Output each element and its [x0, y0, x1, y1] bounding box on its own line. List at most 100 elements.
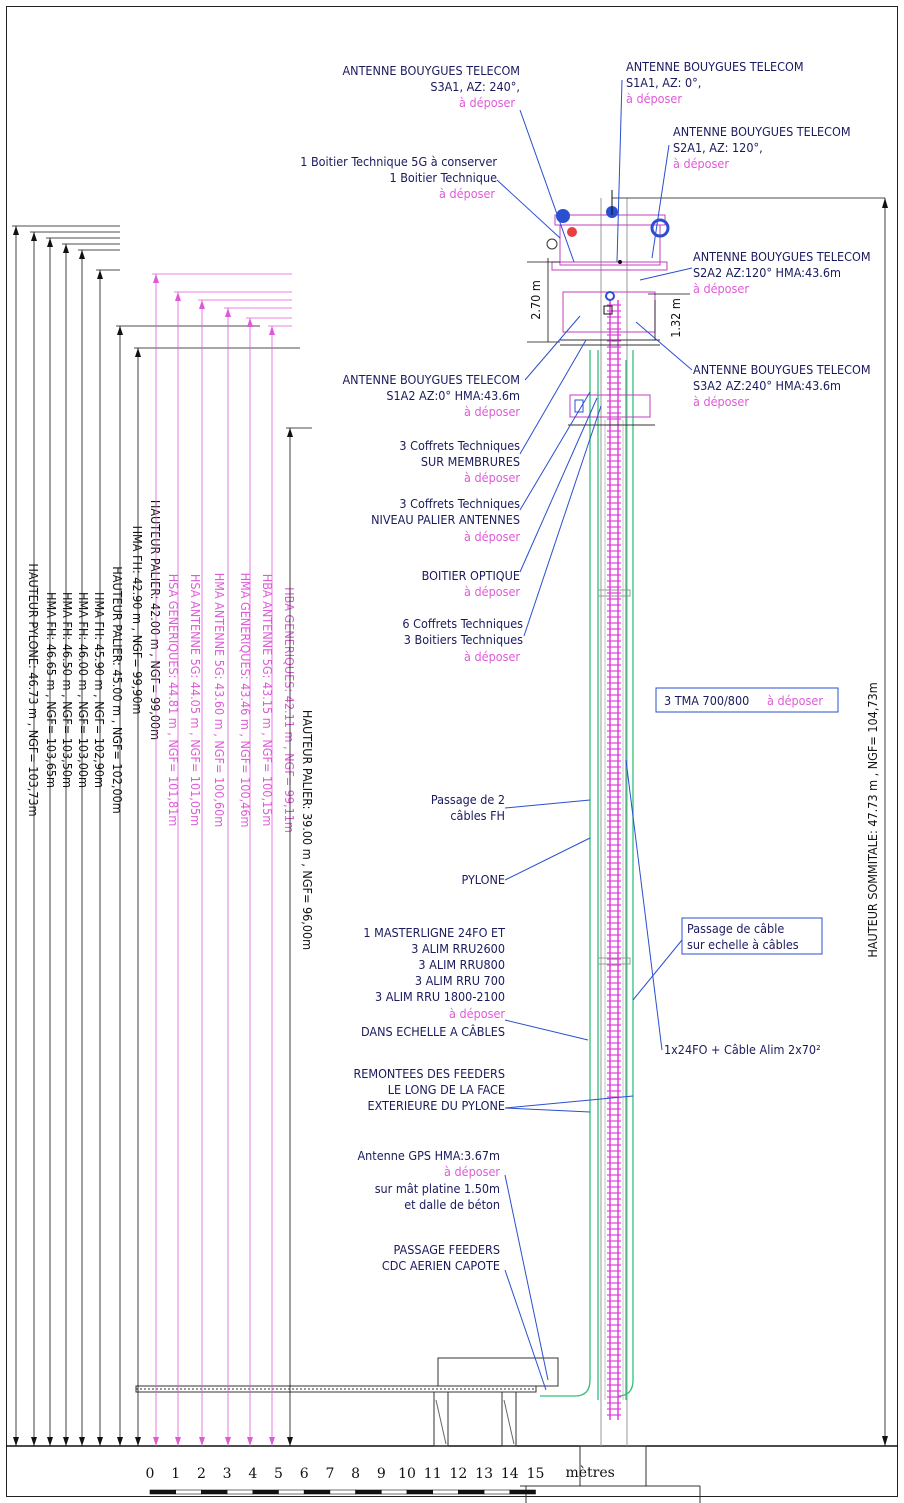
- scale-segment: [432, 1489, 459, 1495]
- svg-text:à déposer: à déposer: [693, 281, 749, 296]
- label-coffrets-6: 6 Coffrets Techniques 3 Boitiers Techniq…: [402, 616, 523, 664]
- label-cable-alim: 1x24FO + Câble Alim 2x70²: [664, 1042, 821, 1057]
- svg-text:à déposer: à déposer: [439, 186, 495, 201]
- label-s2a2: ANTENNE BOUYGUES TELECOM S2A2 AZ:120° HM…: [693, 249, 871, 296]
- svg-text:SUR MEMBRURES: SUR MEMBRURES: [421, 454, 520, 469]
- svg-text:à déposer: à déposer: [459, 95, 515, 110]
- scale-tick-label: 13: [475, 1466, 493, 1482]
- dim-label-pink: HMA ANTENNE 5G: 43.60 m , NGF= 100,60m: [212, 573, 227, 828]
- label-s2a1: ANTENNE BOUYGUES TELECOM S2A1, AZ: 120°,…: [673, 124, 851, 171]
- svg-text:3 Boitiers Techniques: 3 Boitiers Techniques: [404, 632, 523, 647]
- svg-text:à déposer: à déposer: [767, 693, 823, 708]
- svg-text:S3A2 AZ:240° HMA:43.6m: S3A2 AZ:240° HMA:43.6m: [693, 378, 841, 393]
- scale-tick-label: 12: [449, 1466, 467, 1482]
- svg-text:ANTENNE BOUYGUES TELECOM: ANTENNE BOUYGUES TELECOM: [673, 124, 851, 139]
- svg-text:ANTENNE BOUYGUES TELECOM: ANTENNE BOUYGUES TELECOM: [626, 59, 804, 74]
- dim-label-black: HAUTEUR PYLONE: 46.73 m , NGF= 103,73m: [26, 563, 41, 816]
- svg-text:S1A1, AZ: 0°,: S1A1, AZ: 0°,: [626, 75, 701, 90]
- label-boitier-optique: BOITIER OPTIQUE à déposer: [422, 568, 521, 599]
- svg-text:S2A2 AZ:120° HMA:43.6m: S2A2 AZ:120° HMA:43.6m: [693, 265, 841, 280]
- svg-text:BOITIER OPTIQUE: BOITIER OPTIQUE: [422, 568, 520, 583]
- dim-label-palier-39: HAUTEUR PALIER: 39.00 m , NGF= 96,00m: [300, 710, 315, 950]
- cable-ladder: [607, 300, 621, 1420]
- svg-text:NIVEAU PALIER ANTENNES: NIVEAU PALIER ANTENNES: [371, 512, 520, 527]
- scale-segment: [509, 1489, 536, 1495]
- svg-text:à déposer: à déposer: [626, 91, 682, 106]
- scale-segment: [149, 1489, 177, 1495]
- scale-tick-label: 8: [351, 1466, 360, 1482]
- scale-tick-label: 10: [398, 1466, 416, 1482]
- scale-segment: [483, 1489, 511, 1495]
- label-pylone: PYLONE: [461, 872, 505, 887]
- label-masterligne: 1 MASTERLIGNE 24FO ET 3 ALIM RRU2600 3 A…: [361, 925, 505, 1039]
- dim-label-black: HMA FH: 46.50 m , NGF= 103,50m: [60, 592, 75, 788]
- svg-text:1 MASTERLIGNE 24FO ET: 1 MASTERLIGNE 24FO ET: [363, 925, 505, 940]
- label-coffrets-membrures: 3 Coffrets Techniques SUR MEMBRURES à dé…: [399, 438, 520, 485]
- label-feeders: REMONTEES DES FEEDERS LE LONG DE LA FACE…: [353, 1066, 505, 1113]
- scale-tick-label: 4: [248, 1466, 257, 1482]
- dim-label-black: HAUTEUR PALIER: 42.00 m , NGF= 99,00m: [148, 500, 163, 740]
- scale-segment: [252, 1489, 279, 1495]
- svg-text:3 Coffrets Techniques: 3 Coffrets Techniques: [399, 438, 520, 453]
- svg-text:et dalle de béton: et dalle de béton: [404, 1197, 500, 1212]
- dim-label-black: HMA FH: 42.90 m , NGF= 99,90m: [130, 526, 145, 715]
- label-echelle: Passage de câble sur echelle à câbles: [681, 917, 823, 955]
- label-coffrets-palier: 3 Coffrets Techniques NIVEAU PALIER ANTE…: [371, 496, 520, 544]
- scale-tick-label: 14: [501, 1466, 519, 1482]
- scale-segment: [329, 1489, 356, 1495]
- svg-text:à déposer: à déposer: [449, 1006, 505, 1021]
- svg-text:à déposer: à déposer: [464, 529, 520, 544]
- svg-text:S3A1, AZ: 240°,: S3A1, AZ: 240°,: [430, 79, 520, 94]
- label-gps: Antenne GPS HMA:3.67m à déposer sur mât …: [357, 1148, 500, 1212]
- scale-tick-label: 0: [146, 1466, 155, 1482]
- label-passage-fh: Passage de 2 câbles FH: [431, 792, 505, 823]
- label-s3a2: ANTENNE BOUYGUES TELECOM S3A2 AZ:240° HM…: [693, 362, 871, 409]
- scale-tick-label: 2: [197, 1466, 206, 1482]
- svg-text:Passage de 2: Passage de 2: [431, 792, 505, 807]
- svg-text:S2A1, AZ: 120°,: S2A1, AZ: 120°,: [673, 140, 763, 155]
- svg-text:1 Boitier Technique: 1 Boitier Technique: [389, 170, 497, 185]
- leader-lines: [496, 79, 693, 1391]
- svg-text:3 ALIM RRU 1800-2100: 3 ALIM RRU 1800-2100: [375, 989, 505, 1004]
- label-s1a2: ANTENNE BOUYGUES TELECOM S1A2 AZ:0° HMA:…: [342, 372, 520, 419]
- label-s1a1: ANTENNE BOUYGUES TELECOM S1A1, AZ: 0°, à…: [626, 59, 804, 106]
- svg-text:à déposer: à déposer: [444, 1164, 500, 1179]
- dim-1-32: 1.32 m: [668, 298, 683, 338]
- svg-text:DANS ECHELLE A CÂBLES: DANS ECHELLE A CÂBLES: [361, 1024, 505, 1039]
- scale-segment: [355, 1489, 382, 1495]
- sheet-border: [6, 6, 898, 1497]
- dim-label-pink: HSA ANTENNE 5G: 44.05 m , NGF= 101,05m: [188, 574, 203, 826]
- scale-segment: [458, 1489, 485, 1495]
- svg-text:Passage de câble: Passage de câble: [687, 921, 784, 936]
- svg-text:à déposer: à déposer: [464, 404, 520, 419]
- svg-text:S1A2 AZ:0° HMA:43.6m: S1A2 AZ:0° HMA:43.6m: [386, 388, 520, 403]
- dim-label-pink: HMA GENERIQUES: 43.46 m , NGF= 100,46m: [238, 573, 253, 828]
- scale-segment: [380, 1489, 408, 1495]
- svg-text:3 ALIM RRU2600: 3 ALIM RRU2600: [411, 941, 505, 956]
- scale-segment: [406, 1489, 434, 1495]
- scale-tick-label: 3: [223, 1466, 232, 1482]
- label-s3a1: ANTENNE BOUYGUES TELECOM S3A1, AZ: 240°,…: [342, 63, 520, 110]
- label-passage-feeders: PASSAGE FEEDERS CDC AERIEN CAPOTE: [382, 1242, 500, 1273]
- dim-label-black: HMA FH: 46.65 m , NGF= 103,65m: [44, 592, 59, 788]
- scale-tick-label: 6: [300, 1466, 309, 1482]
- green-feeders: [540, 350, 634, 1400]
- svg-text:EXTERIEURE DU PYLONE: EXTERIEURE DU PYLONE: [367, 1098, 505, 1113]
- svg-text:sur echelle à câbles: sur echelle à câbles: [687, 937, 799, 952]
- svg-text:3 ALIM RRU 700: 3 ALIM RRU 700: [415, 973, 505, 988]
- dim-label-pink: HBA GENERIQUES: 42.11 m , NGF= 99,11m: [282, 587, 297, 833]
- scale-segment: [226, 1489, 254, 1495]
- svg-text:à déposer: à déposer: [464, 649, 520, 664]
- scale-tick-label: 1: [171, 1466, 180, 1482]
- scale-segment: [175, 1489, 202, 1495]
- scale-segment: [303, 1489, 331, 1495]
- scale-tick-label: 7: [325, 1466, 334, 1482]
- svg-text:ANTENNE BOUYGUES TELECOM: ANTENNE BOUYGUES TELECOM: [342, 63, 520, 78]
- svg-text:à déposer: à déposer: [464, 470, 520, 485]
- svg-text:à déposer: à déposer: [464, 584, 520, 599]
- ground-cable-tray: [135, 1357, 559, 1447]
- dim-label-pink: HBA ANTENNE 5G: 43.15 m , NGF= 100,15m: [260, 574, 275, 827]
